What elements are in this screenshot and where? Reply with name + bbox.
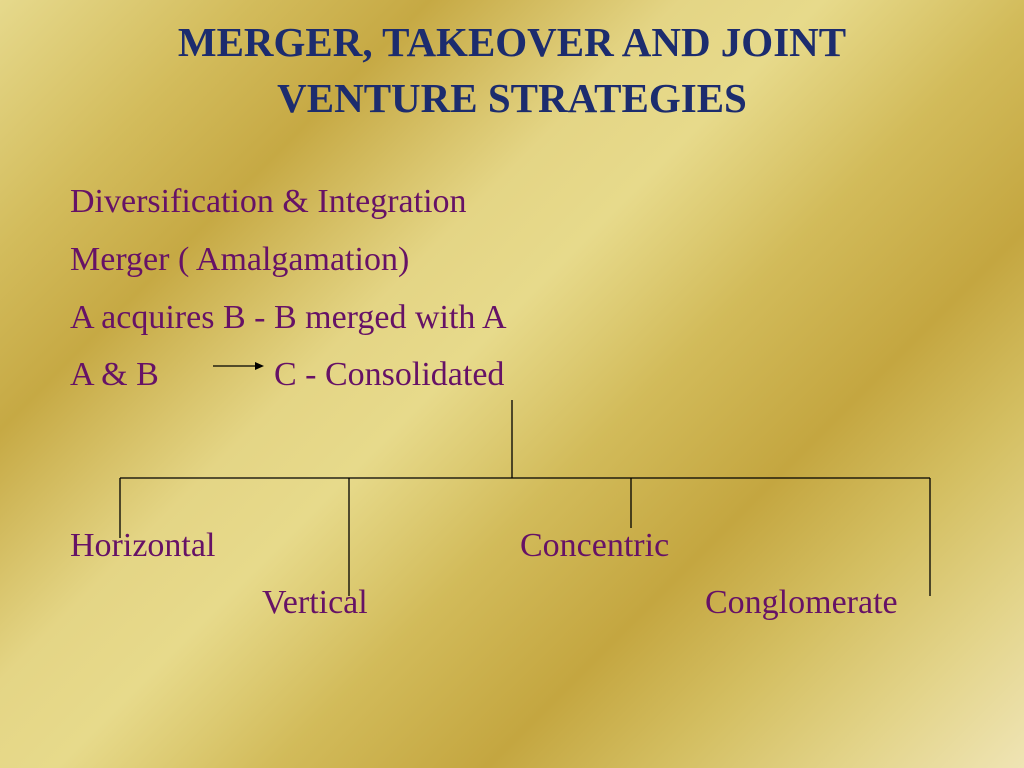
slide-title-line-2: VENTURE STRATEGIES [277, 75, 747, 121]
line-consolidation-left: A & B [70, 356, 159, 393]
leaf-horizontal: Horizontal [70, 527, 216, 564]
slide-title-line-1: MERGER, TAKEOVER AND JOINT [177, 19, 847, 65]
slide-title: MERGER, TAKEOVER AND JOINT VENTURE STRAT… [0, 14, 1024, 126]
leaf-conglomerate: Conglomerate [705, 584, 898, 621]
line-diversification: Diversification & Integration [70, 183, 467, 220]
leaf-concentric: Concentric [520, 527, 670, 564]
line-merger: Merger ( Amalgamation) [70, 241, 410, 278]
line-acquires: A acquires B - B merged with A [70, 299, 507, 336]
leaf-vertical: Vertical [262, 584, 368, 621]
consolidation-arrow-head [255, 362, 264, 370]
line-consolidation-right: C - Consolidated [274, 356, 505, 393]
